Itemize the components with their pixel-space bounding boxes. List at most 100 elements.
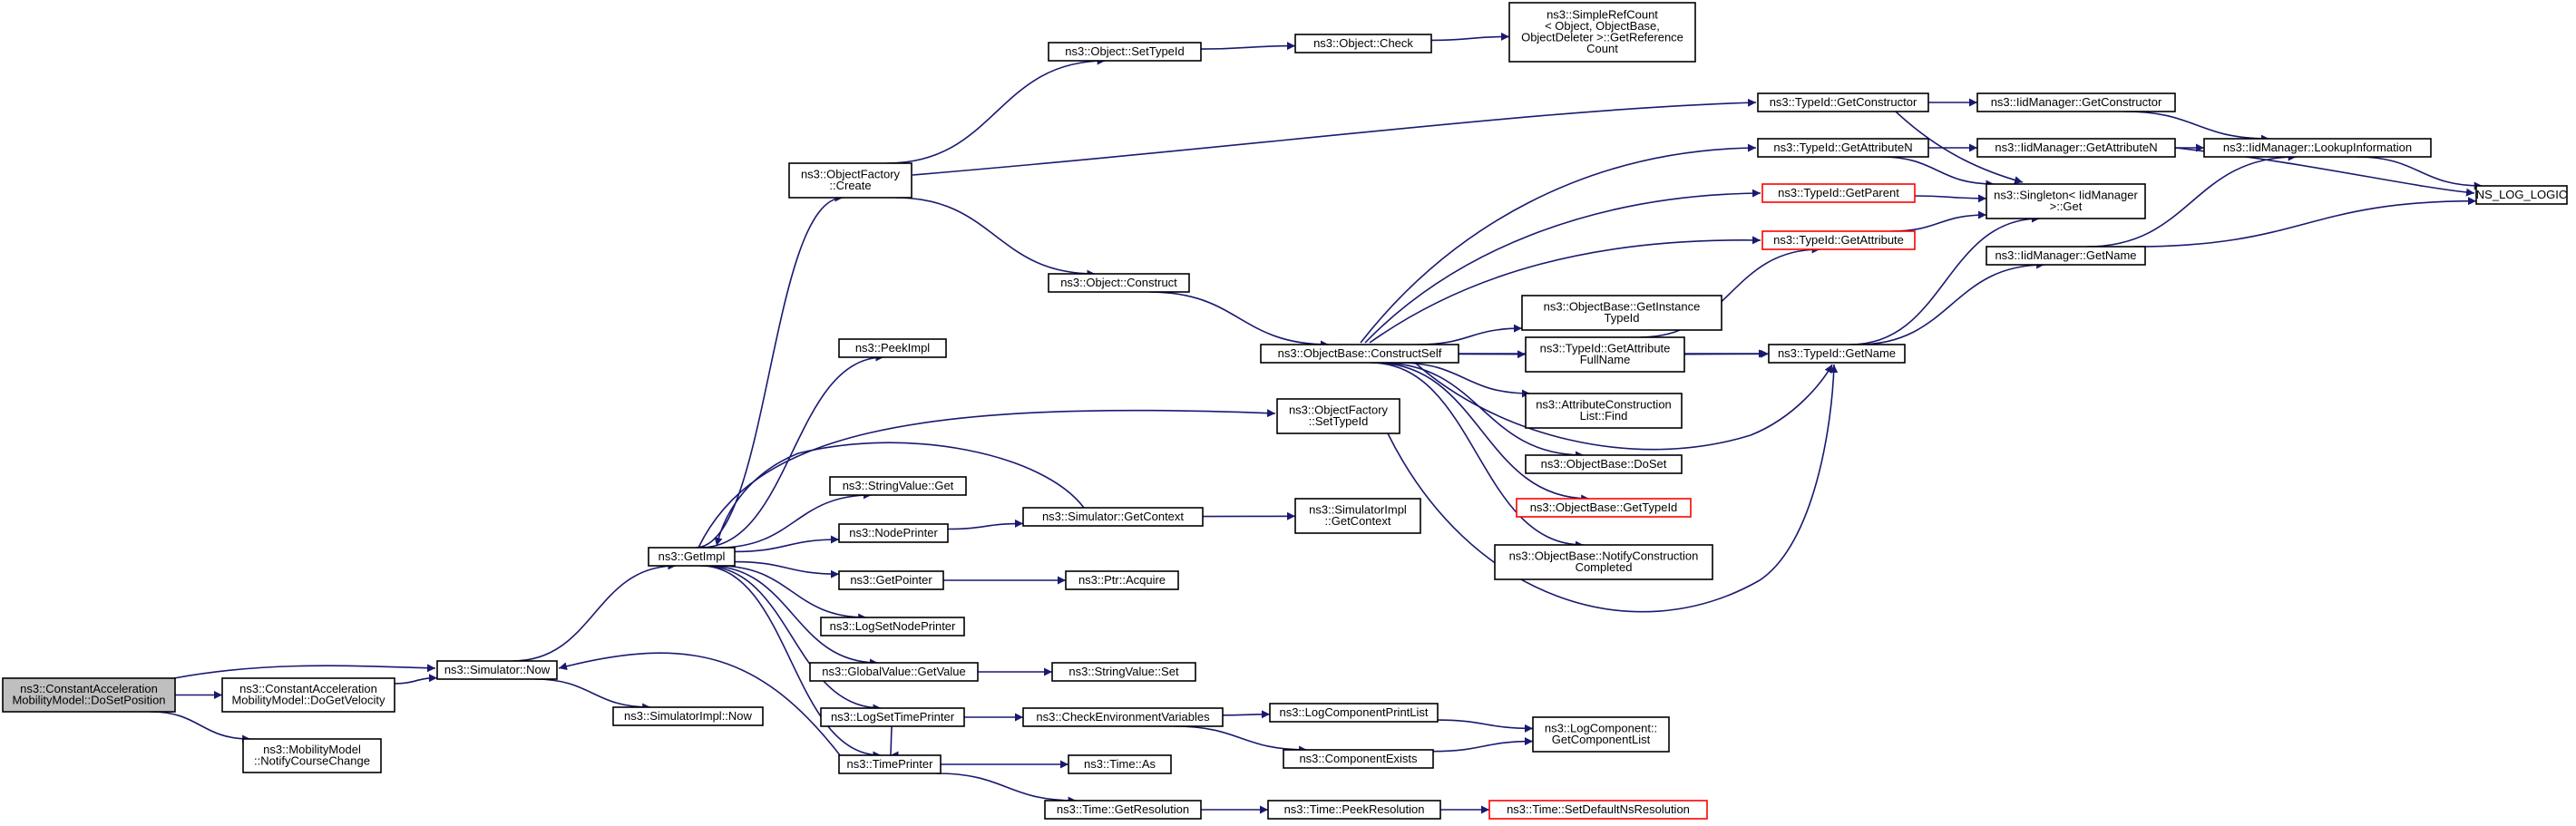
call-edge-getimpl-to-stringvalueget — [717, 491, 872, 549]
node-label: ::GetContext — [1325, 514, 1391, 528]
node-checkenv[interactable]: ns3::CheckEnvironmentVariables — [1022, 707, 1224, 727]
node-objfactcreate[interactable]: ns3::ObjectFactory::Create — [788, 162, 912, 199]
node-simgetcontext[interactable]: ns3::Simulator::GetContext — [1022, 507, 1204, 527]
node-label: ns3::CheckEnvironmentVariables — [1036, 710, 1210, 724]
node-box — [1051, 662, 1196, 682]
node-box — [1488, 800, 1708, 820]
node-label: Completed — [1576, 560, 1633, 574]
node-label: NS_LOG_LOGIC — [2476, 188, 2567, 201]
node-objbaseconstructself[interactable]: ns3::ObjectBase::ConstructSelf — [1260, 344, 1459, 364]
node-getimpl[interactable]: ns3::GetImpl — [648, 547, 736, 567]
node-globalvalueget[interactable]: ns3::GlobalValue::GetValue — [809, 662, 979, 682]
node-objsettypeid[interactable]: ns3::Object::SetTypeId — [1048, 42, 1202, 62]
node-box — [1068, 754, 1172, 774]
node-typeidgetparent[interactable]: ns3::TypeId::GetParent — [1761, 183, 1916, 203]
node-timegetres[interactable]: ns3::Time::GetResolution — [1044, 800, 1202, 820]
call-edge-objfactcreate-to-typeidgetconstructor — [912, 98, 1757, 176]
call-edge-typeidgetattrfullname-to-typeidgetattribute — [1640, 245, 1820, 338]
node-box — [242, 738, 382, 773]
node-timeas[interactable]: ns3::Time::As — [1068, 754, 1172, 774]
node-simimplnow[interactable]: ns3::SimulatorImpl::Now — [612, 706, 764, 726]
node-label: ns3::IidManager::GetConstructor — [1991, 95, 2162, 109]
node-typeidgetattribute[interactable]: ns3::TypeId::GetAttribute — [1761, 230, 1916, 250]
node-simnow[interactable]: ns3::Simulator::Now — [436, 660, 558, 680]
node-box — [1260, 344, 1459, 364]
node-typeidgetname[interactable]: ns3::TypeId::GetName — [1768, 344, 1906, 364]
node-objfactsettypeid[interactable]: ns3::ObjectFactory::SetTypeId — [1276, 398, 1400, 434]
node-root[interactable]: ns3::ConstantAccelerationMobilityModel::… — [2, 677, 176, 713]
node-getpointer[interactable]: ns3::GetPointer — [838, 570, 944, 590]
node-logcompprintlist[interactable]: ns3::LogComponentPrintList — [1269, 703, 1439, 723]
node-ptracquire[interactable]: ns3::Ptr::Acquire — [1065, 570, 1179, 590]
node-logsettimeprinter[interactable]: ns3::LogSetTimePrinter — [820, 707, 965, 727]
call-edge-typeidgetparent-to-singletonget — [1914, 194, 1987, 203]
node-box — [838, 523, 949, 543]
node-box — [648, 547, 736, 567]
node-label: ns3::Simulator::Now — [444, 663, 551, 676]
node-box — [1065, 570, 1179, 590]
node-box — [2475, 185, 2568, 205]
call-edge-root-to-simnow — [173, 664, 436, 679]
node-label: ns3::StringValue::Get — [843, 479, 954, 492]
node-objbasedoset[interactable]: ns3::ObjectBase::DoSet — [1525, 454, 1683, 474]
node-objcheck[interactable]: ns3::Object::Check — [1294, 34, 1432, 53]
node-nodeprinter[interactable]: ns3::NodePrinter — [838, 523, 949, 543]
call-edge-getimpl-to-peekimpl — [700, 353, 884, 549]
node-timeprinter[interactable]: ns3::TimePrinter — [838, 754, 942, 774]
node-timepeekres[interactable]: ns3::Time::PeekResolution — [1267, 800, 1441, 820]
node-notifycourse[interactable]: ns3::MobilityModel::NotifyCourseChange — [242, 738, 382, 773]
node-box — [1516, 498, 1692, 518]
node-singletonget[interactable]: ns3::Singleton< IidManager>::Get — [1986, 183, 2146, 219]
call-edge-getimpl-to-objfactsettypeid — [698, 409, 1276, 549]
node-stringvalueset[interactable]: ns3::StringValue::Set — [1051, 662, 1196, 682]
node-objbasenotify[interactable]: ns3::ObjectBase::NotifyConstructionCompl… — [1494, 544, 1713, 580]
node-label: ns3::GetPointer — [850, 573, 932, 587]
node-objbasegettypeid[interactable]: ns3::ObjectBase::GetTypeId — [1516, 498, 1692, 518]
node-logsetnodeprinter[interactable]: ns3::LogSetNodePrinter — [820, 617, 965, 637]
call-edge-objbaseconstructself-to-objbasegetinstance — [1418, 324, 1523, 345]
node-label: ::Create — [829, 179, 871, 192]
node-label: ns3::ObjectBase::ConstructSelf — [1278, 346, 1442, 360]
node-dogetvel[interactable]: ns3::ConstantAccelerationMobilityModel::… — [221, 677, 395, 713]
node-box — [1283, 749, 1434, 769]
node-label: ns3::LogSetNodePrinter — [830, 619, 956, 633]
call-edge-objbaseconstructself-to-objbasedoset — [1379, 362, 1585, 460]
node-timesetdefault[interactable]: ns3::Time::SetDefaultNsResolution — [1488, 800, 1708, 820]
call-edge-root-to-notifycourse — [150, 711, 251, 743]
node-box — [1044, 800, 1202, 820]
call-edge-iidmgrgetconstructor-to-iidmgrlookup — [2124, 111, 2269, 143]
node-iidmgrgetname[interactable]: ns3::IidManager::GetName — [1986, 246, 2146, 266]
node-objconstruct[interactable]: ns3::Object::Construct — [1048, 273, 1190, 293]
node-peekimpl[interactable]: ns3::PeekImpl — [838, 338, 947, 358]
call-edge-objbaseconstructself-to-attrconstlistfind — [1398, 362, 1530, 398]
node-logcompgetlist[interactable]: ns3::LogComponent::GetComponentList — [1532, 716, 1670, 753]
node-stringvalueget[interactable]: ns3::StringValue::Get — [829, 476, 967, 496]
call-edge-objbaseconstructself-to-objbasenotify — [1370, 362, 1584, 549]
node-label: ::NotifyCourseChange — [254, 754, 370, 768]
call-edge-getimpl-to-logsettimeprinter — [702, 565, 882, 713]
node-simimplgetcontext[interactable]: ns3::SimulatorImpl::GetContext — [1294, 498, 1421, 534]
node-label: ns3::AttributeConstruction — [1536, 398, 1672, 412]
node-nsloglogic[interactable]: NS_LOG_LOGIC — [2475, 185, 2568, 205]
node-iidmgrgetattributen[interactable]: ns3::IidManager::GetAttributeN — [1976, 138, 2176, 158]
node-box — [1525, 454, 1683, 474]
node-box — [2203, 138, 2432, 158]
call-edge-typeidgetname-to-iidmgrgetname — [1858, 260, 2045, 345]
node-box — [809, 662, 979, 682]
node-simplerefcount[interactable]: ns3::SimpleRefCount< Object, ObjectBase,… — [1508, 2, 1696, 63]
node-iidmgrlookup[interactable]: ns3::IidManager::LookupInformation — [2203, 138, 2432, 158]
call-edge-logsettimeprinter-to-timeprinter — [889, 725, 899, 760]
call-edge-objbaseconstructself-to-typeidgetattribute — [1369, 236, 1761, 344]
node-label: ns3::LogComponent:: — [1545, 722, 1657, 735]
node-label: ns3::Time::PeekResolution — [1284, 802, 1425, 816]
node-typeidgetconstructor[interactable]: ns3::TypeId::GetConstructor — [1757, 92, 1929, 112]
node-compexists[interactable]: ns3::ComponentExists — [1283, 749, 1434, 769]
node-typeidgetattributen[interactable]: ns3::TypeId::GetAttributeN — [1757, 138, 1929, 158]
node-box — [820, 707, 965, 727]
node-label: < Object, ObjectBase, — [1545, 19, 1660, 33]
node-iidmgrgetconstructor[interactable]: ns3::IidManager::GetConstructor — [1976, 92, 2176, 112]
call-edges — [150, 32, 2483, 814]
